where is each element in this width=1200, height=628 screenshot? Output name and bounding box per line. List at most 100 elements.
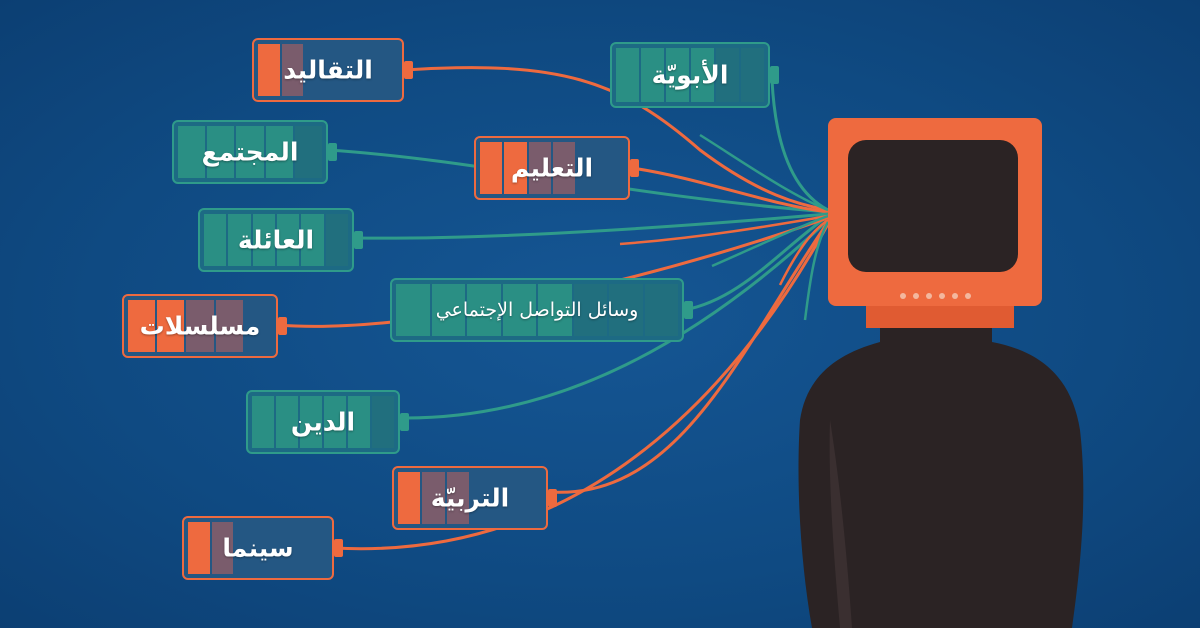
battery-cell xyxy=(538,284,572,336)
battery-terminal-icon xyxy=(278,317,287,335)
battery-cell xyxy=(258,44,280,96)
battery-cell xyxy=(215,300,243,352)
tv-button xyxy=(952,293,958,299)
battery-cell xyxy=(480,142,503,194)
battery-cell xyxy=(157,300,185,352)
battery-education: التعليم xyxy=(474,136,639,200)
battery-terminal-icon xyxy=(328,143,337,161)
battery-cell xyxy=(186,300,214,352)
battery-label: سينما xyxy=(222,533,294,563)
battery-cell xyxy=(573,284,607,336)
battery-cells xyxy=(252,396,394,448)
battery-cell xyxy=(372,396,394,448)
battery-cell xyxy=(204,214,227,266)
battery-cells xyxy=(128,300,272,352)
battery-label: وسائل التواصل الإجتماعي xyxy=(435,299,639,321)
battery-religion: الدين xyxy=(246,390,409,454)
battery-cell xyxy=(276,396,298,448)
battery-cells xyxy=(616,48,764,102)
battery-cell xyxy=(502,284,536,336)
battery-label: المجتمع xyxy=(201,137,299,167)
battery-cell xyxy=(666,48,689,102)
battery-cinema: سينما xyxy=(182,516,343,580)
battery-cell xyxy=(616,48,639,102)
tv-button xyxy=(939,293,945,299)
battery-cell xyxy=(528,142,551,194)
battery-cell xyxy=(236,126,264,178)
cable-loose-3 xyxy=(711,214,829,268)
battery-cell xyxy=(188,522,210,574)
battery-cell xyxy=(504,142,527,194)
battery-cell xyxy=(641,48,664,102)
battery-cells xyxy=(480,142,624,194)
battery-patriarchy: الأبويّة xyxy=(610,42,779,108)
battery-traditions: التقاليد xyxy=(252,38,413,102)
silhouette xyxy=(798,322,1084,628)
cable-education xyxy=(631,166,829,214)
battery-family: العائلة xyxy=(198,208,363,272)
battery-terminal-icon xyxy=(400,413,409,431)
cable-patriarchy xyxy=(770,79,829,212)
battery-cell xyxy=(300,396,322,448)
battery-cell xyxy=(716,48,739,102)
battery-cell xyxy=(741,48,764,102)
battery-cells xyxy=(396,284,678,336)
cable-social-media xyxy=(683,214,829,312)
battery-cell xyxy=(431,284,465,336)
battery-cell xyxy=(207,126,235,178)
battery-cells xyxy=(178,126,323,178)
battery-cell xyxy=(446,472,469,524)
battery-label: التربيّة xyxy=(430,483,510,513)
battery-cell xyxy=(276,214,300,266)
tv-icon xyxy=(828,118,1042,328)
battery-cells xyxy=(258,44,398,96)
battery-cell xyxy=(281,44,304,96)
battery-terminal-icon xyxy=(770,66,779,84)
tv-button xyxy=(900,293,906,299)
cable-upbringing xyxy=(549,221,830,494)
cable-religion xyxy=(399,218,830,420)
cable-loose-5 xyxy=(803,221,830,321)
tv-button xyxy=(913,293,919,299)
battery-cell xyxy=(265,126,293,178)
battery-social-media: وسائل التواصل الإجتماعي xyxy=(390,278,693,342)
battery-cell xyxy=(691,48,714,102)
battery-terminal-icon xyxy=(684,301,693,319)
battery-cell xyxy=(422,472,445,524)
battery-cell xyxy=(467,284,501,336)
battery-upbringing: التربيّة xyxy=(392,466,557,530)
tv-screen xyxy=(848,140,1018,272)
battery-cell xyxy=(228,214,251,266)
cable-loose-4 xyxy=(778,218,829,286)
battery-cell xyxy=(609,284,643,336)
battery-cell xyxy=(325,214,348,266)
battery-cell xyxy=(211,522,234,574)
battery-label: الدين xyxy=(290,407,356,437)
battery-cell xyxy=(128,300,156,352)
battery-cells xyxy=(398,472,542,524)
tv-stand xyxy=(866,306,1014,328)
battery-terminal-icon xyxy=(404,61,413,79)
battery-cell xyxy=(294,126,323,178)
cable-family xyxy=(353,212,829,240)
cable-traditions xyxy=(403,66,829,212)
cable-cinema xyxy=(333,223,830,551)
battery-cells xyxy=(204,214,348,266)
battery-terminal-icon xyxy=(630,159,639,177)
battery-cell xyxy=(178,126,206,178)
battery-cell xyxy=(348,396,370,448)
battery-terminal-icon xyxy=(548,489,557,507)
battery-cell xyxy=(398,472,421,524)
battery-label: العائلة xyxy=(237,225,315,255)
battery-cells xyxy=(188,522,328,574)
cable-loose-2 xyxy=(619,214,829,246)
battery-cell xyxy=(552,142,576,194)
battery-cell xyxy=(301,214,324,266)
battery-society: المجتمع xyxy=(172,120,337,184)
cable-loose-1 xyxy=(699,133,829,212)
battery-terminal-icon xyxy=(354,231,363,249)
battery-cell xyxy=(252,396,274,448)
battery-series: مسلسلات xyxy=(122,294,287,358)
